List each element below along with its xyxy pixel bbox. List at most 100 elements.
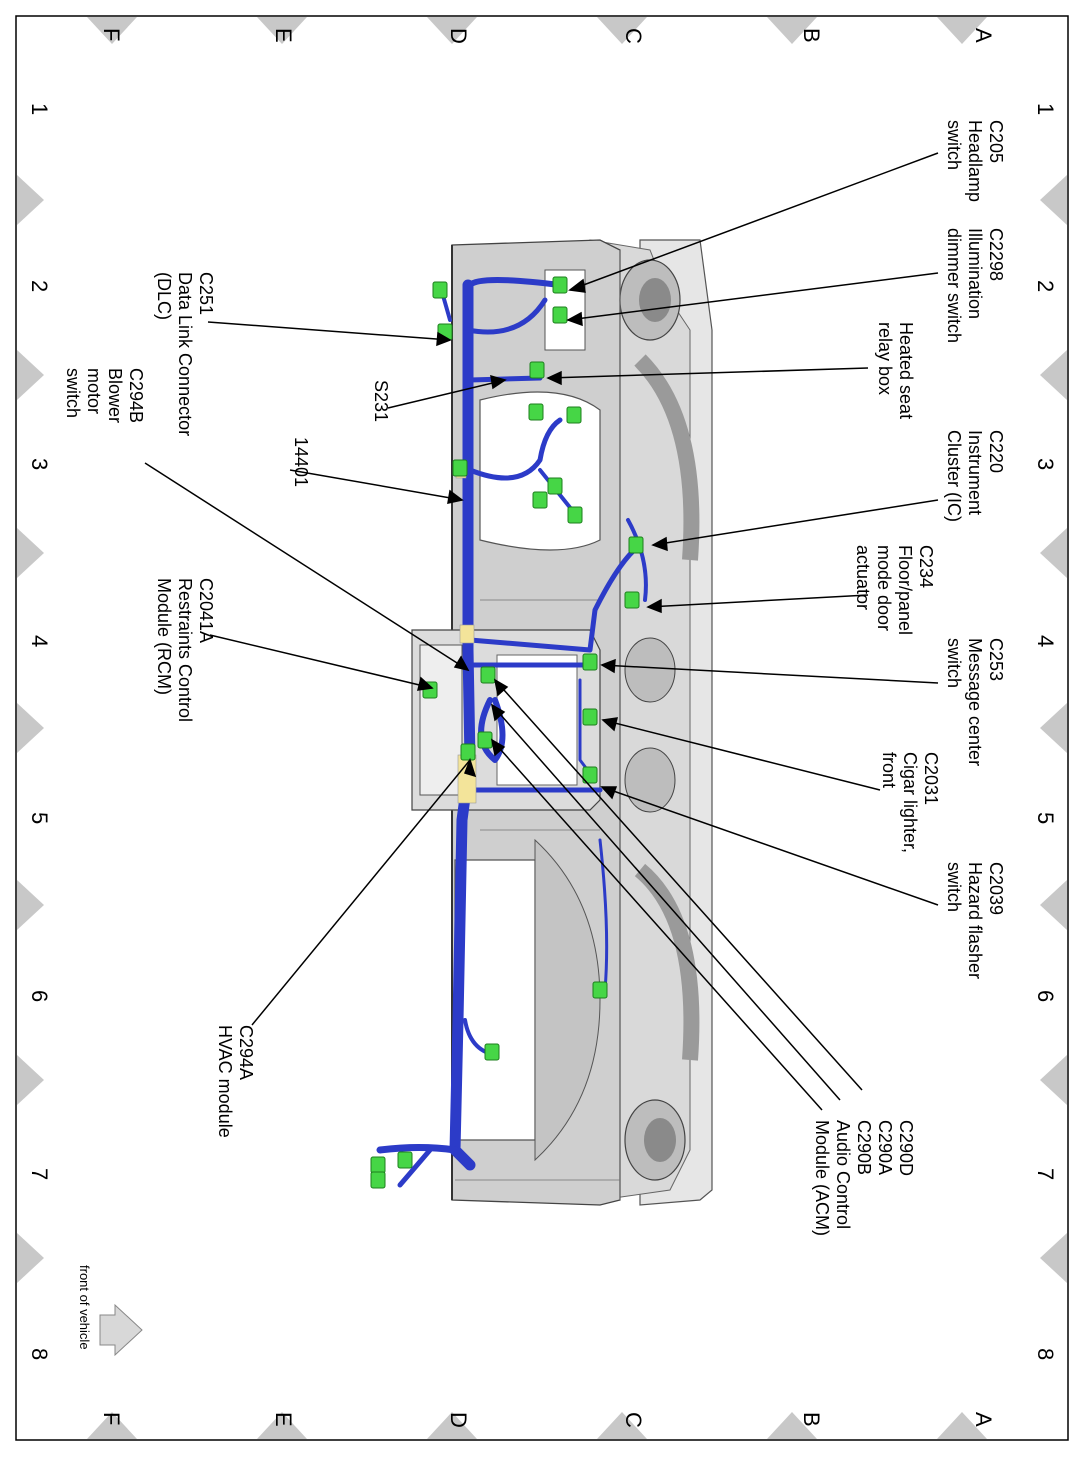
grid-row-label: F	[99, 28, 124, 41]
callout-line: relay box	[875, 322, 895, 395]
callout-line: C290B	[854, 1120, 874, 1175]
connector-marker	[552, 276, 568, 294]
callout-line: C205	[986, 120, 1006, 163]
grid-column-label: 3	[1033, 458, 1058, 470]
callout-labels: C205HeadlampswitchC2298Illuminationdimme…	[63, 120, 1006, 1236]
callout-n14401: 14401	[291, 437, 311, 487]
callout-line: C253	[986, 638, 1006, 681]
border-diamond-bottom	[937, 1412, 987, 1439]
callout-line: motor	[84, 368, 104, 414]
connector-marker	[628, 536, 644, 554]
grid-row-label: D	[446, 28, 471, 44]
callout-line: C290D	[896, 1120, 916, 1176]
border-diamond-top	[87, 17, 137, 44]
connector-marker	[529, 361, 545, 379]
border-diamonds	[17, 17, 1067, 1439]
connector-marker	[567, 506, 583, 524]
callout-line: actuator	[853, 545, 873, 610]
callout-line: C251	[196, 272, 216, 315]
callout-line: switch	[944, 120, 964, 170]
grid-column-label: 7	[1033, 1168, 1058, 1180]
grid-column-label: 8	[1033, 1348, 1058, 1360]
grid-row-label: C	[621, 28, 646, 44]
grid-column-label: 8	[27, 1348, 52, 1360]
callout-line: C220	[986, 430, 1006, 473]
callout-line: front	[879, 752, 899, 788]
callout-line: Headlamp	[965, 120, 985, 202]
grid-row-label: D	[446, 1412, 471, 1428]
front-of-vehicle-label: front of vehicle	[77, 1265, 92, 1350]
callout-line: mode door	[874, 545, 894, 631]
grid-column-label: 6	[1033, 990, 1058, 1002]
callout-line: Audio Control	[833, 1120, 853, 1229]
callout-line: (DLC)	[154, 272, 174, 320]
callout-line: Heated seat	[896, 322, 916, 419]
border-diamond-left	[17, 703, 44, 753]
border-diamond-right	[1040, 703, 1067, 753]
border-diamond-right	[1040, 175, 1067, 225]
border-diamond-top	[767, 17, 817, 44]
grid-row-label: E	[271, 28, 296, 43]
callout-line: Illumination	[965, 228, 985, 319]
grid-column-label: 3	[27, 458, 52, 470]
grid-row-label: B	[799, 28, 824, 43]
callout-line: Data Link Connector	[175, 272, 195, 436]
border-diamond-bottom	[87, 1412, 137, 1439]
callout-line: HVAC module	[215, 1025, 235, 1138]
callout-line: Hazard flasher	[965, 862, 985, 979]
connector-marker	[566, 406, 582, 424]
callout-line: S231	[371, 380, 391, 422]
callout-line: Instrument	[965, 430, 985, 515]
grid-column-label: 5	[1033, 812, 1058, 824]
border-diamond-left	[17, 528, 44, 578]
connector-marker	[582, 653, 598, 671]
border-diamond-left	[17, 1055, 44, 1105]
border-diamond-top	[597, 17, 647, 44]
grid-row-label: E	[271, 1412, 296, 1427]
callout-line: dimmer switch	[944, 228, 964, 343]
border-diamond-right	[1040, 1233, 1067, 1283]
callout-line: switch	[944, 862, 964, 912]
callout-line: 14401	[291, 437, 311, 487]
connector-marker	[477, 731, 493, 749]
callout-line: C294A	[236, 1025, 256, 1080]
callout-line: C2041A	[196, 578, 216, 643]
border-diamond-bottom	[257, 1412, 307, 1439]
grid-row-label: A	[971, 28, 996, 43]
callout-line: Module (RCM)	[154, 578, 174, 695]
callout-line: C294B	[126, 368, 146, 423]
connector-marker	[370, 1156, 386, 1174]
callout-line: Cluster (IC)	[944, 430, 964, 522]
callout-line: Module (ACM)	[812, 1120, 832, 1236]
connector-marker	[432, 281, 448, 299]
callout-line: Cigar lighter,	[900, 752, 920, 853]
callout-line: Blower	[105, 368, 125, 423]
connector-marker	[592, 981, 608, 999]
grid-column-label: 4	[1033, 635, 1058, 647]
border-diamond-right	[1040, 350, 1067, 400]
grid-column-label: 2	[27, 280, 52, 292]
grid-row-label: C	[621, 1412, 646, 1428]
border-diamond-right	[1040, 528, 1067, 578]
connector-marker	[582, 766, 598, 784]
connector-marker	[480, 666, 496, 684]
border-diamond-left	[17, 175, 44, 225]
connector-marker	[547, 477, 563, 495]
connector-marker	[452, 459, 468, 477]
grid-row-label: F	[99, 1412, 124, 1425]
callout-line: C2031	[921, 752, 941, 805]
grid-column-label: 1	[27, 103, 52, 115]
callout-s231: S231	[371, 380, 391, 422]
